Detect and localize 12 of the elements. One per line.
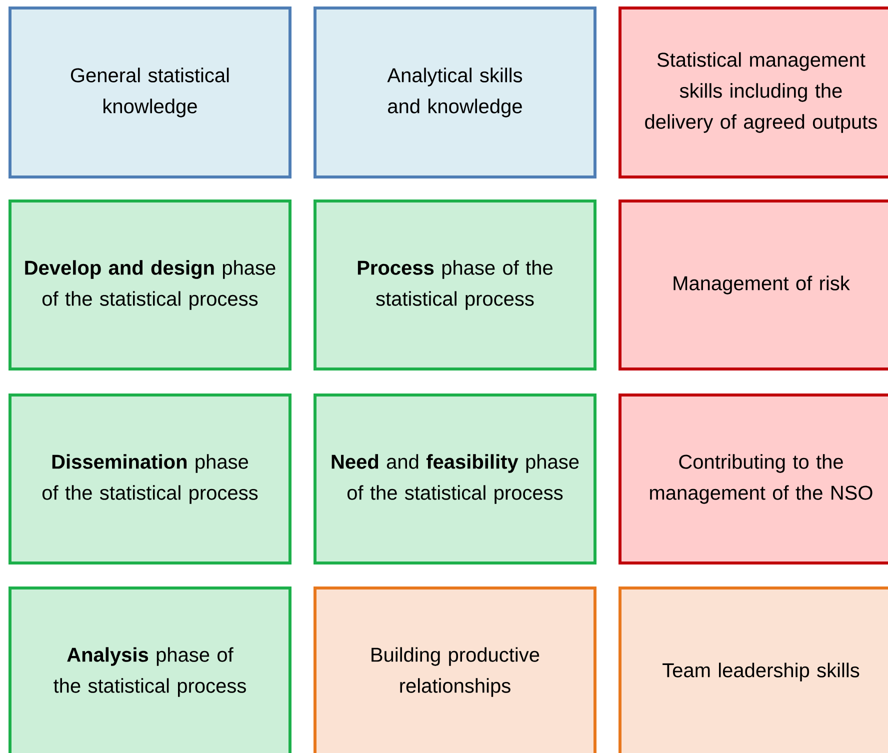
skill-box: Contributing to the management of the NSO bbox=[618, 394, 888, 564]
skill-box: Statistical management skills including the delivery of agreed outputs bbox=[618, 6, 888, 178]
skill-box: Team leadership skills bbox=[618, 586, 888, 753]
skill-box: Dissemination phase of the statistical process bbox=[8, 394, 292, 564]
skill-box: General statistical knowledge bbox=[8, 6, 292, 178]
skill-box: Building productive relationships bbox=[314, 586, 596, 753]
skill-box: Develop and design phase of the statistical process bbox=[8, 200, 292, 370]
skill-box: Need and feasibility phase of the statistical process bbox=[314, 394, 596, 564]
skill-box: Process phase of the statistical process bbox=[314, 200, 596, 370]
skill-box: Analytical skills and knowledge bbox=[314, 6, 596, 178]
skill-box: Analysis phase of the statistical process bbox=[8, 586, 292, 753]
skill-box: Management of risk bbox=[618, 200, 888, 370]
